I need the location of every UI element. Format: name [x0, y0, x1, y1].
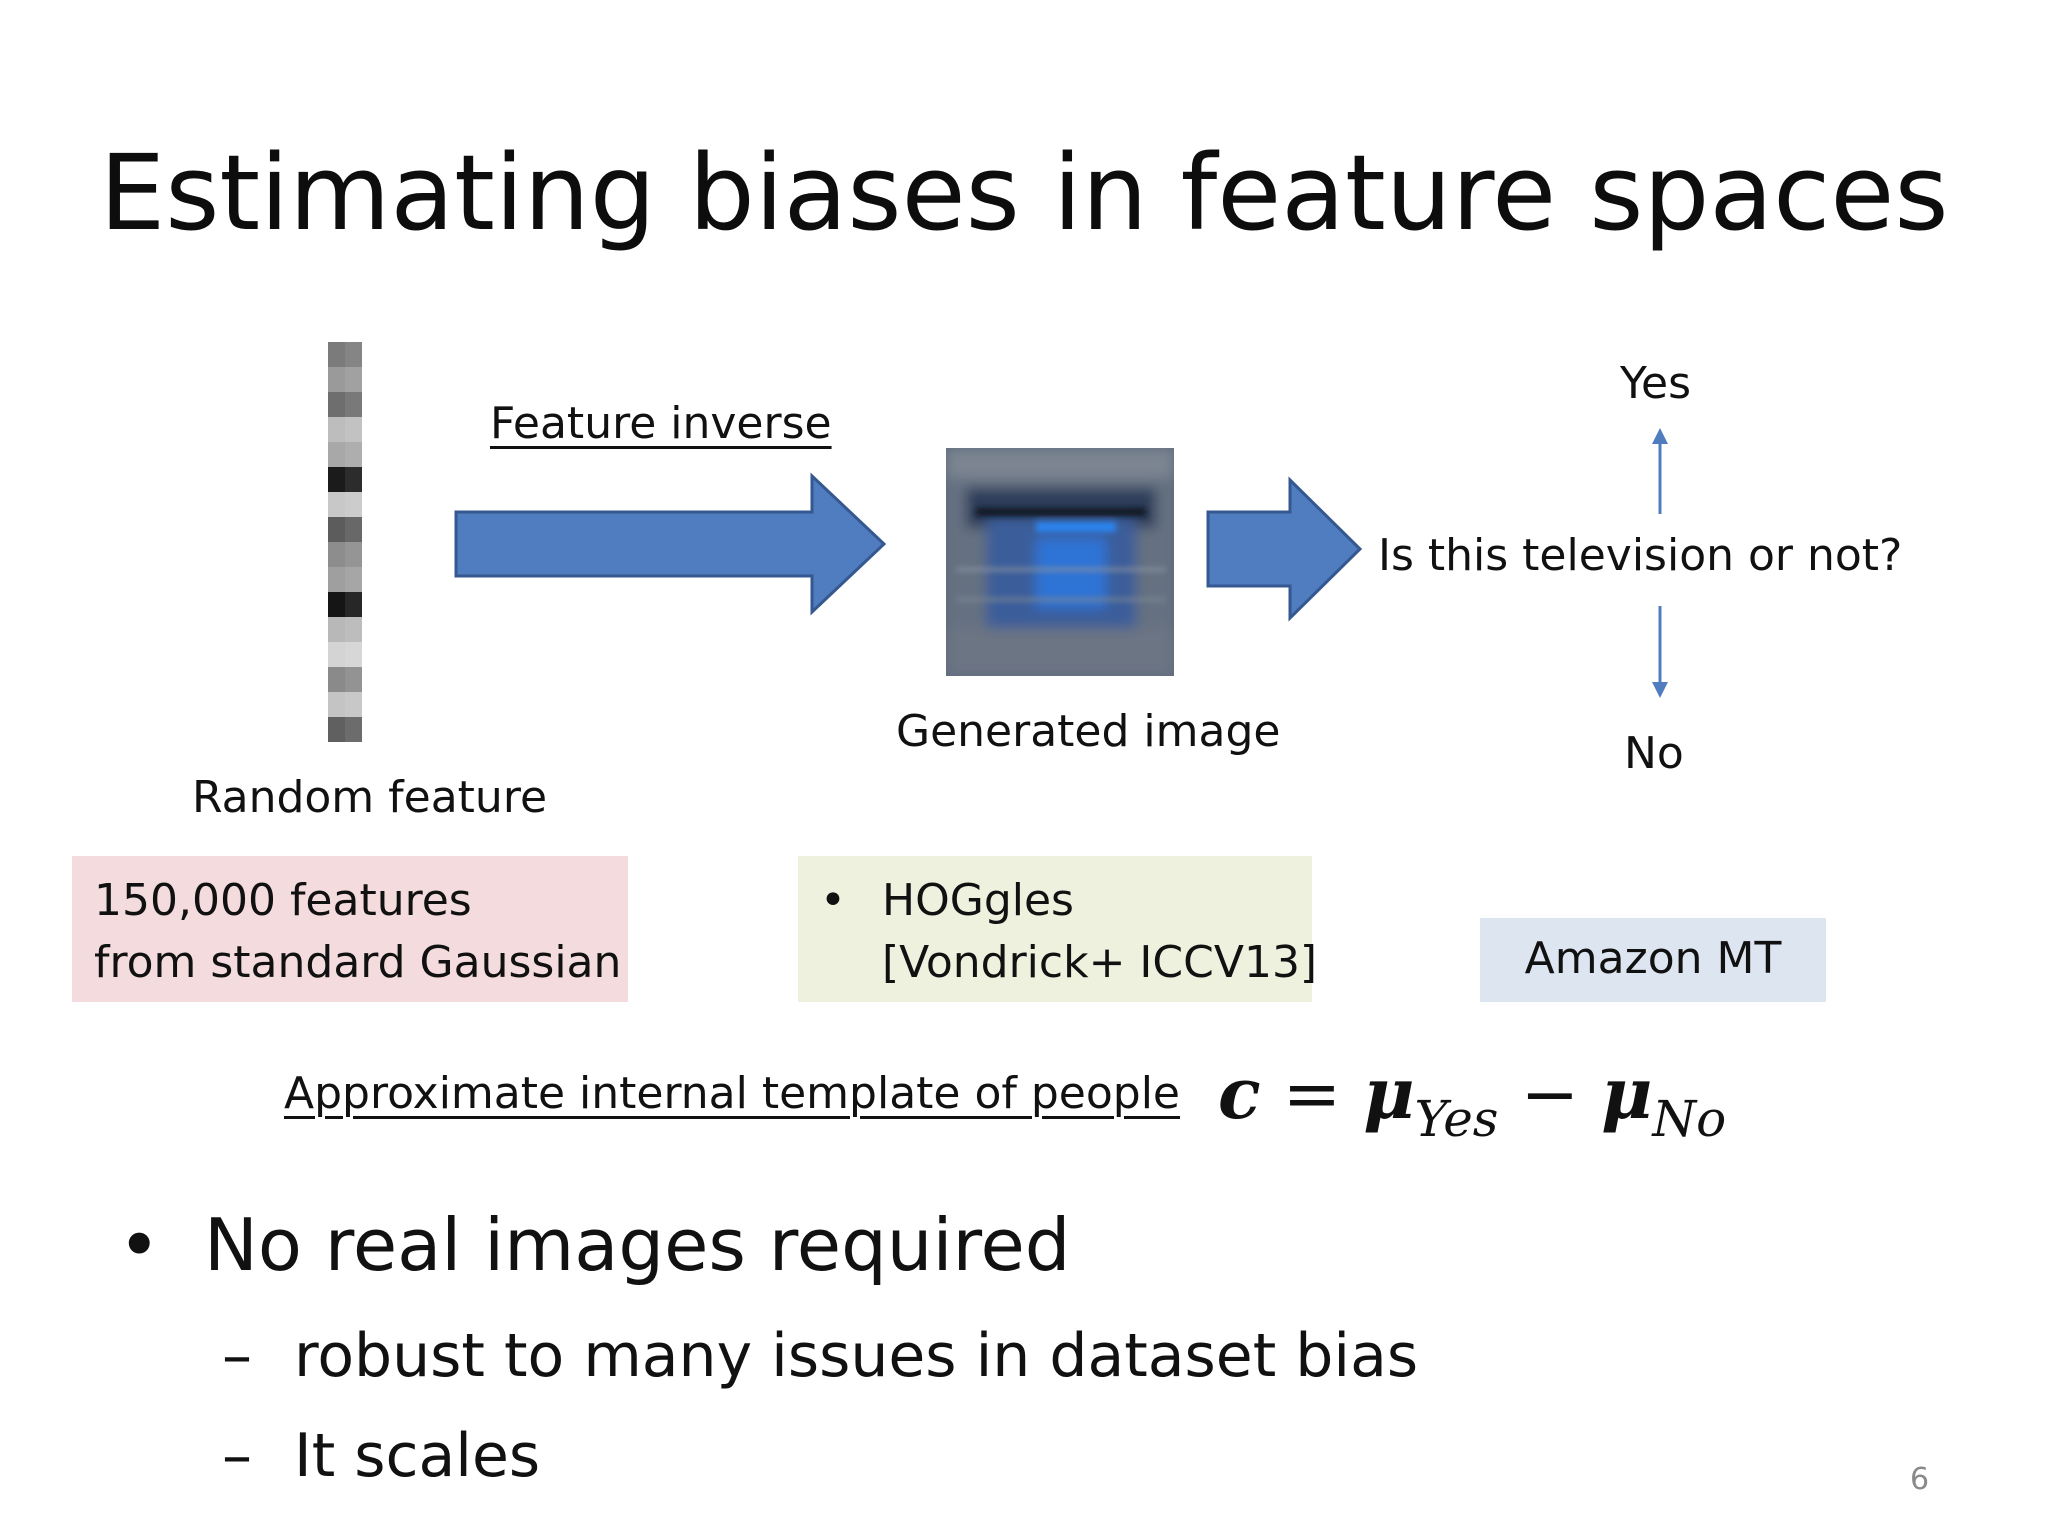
formula-sub-no: No [1652, 1090, 1727, 1148]
sub-bullet: –robust to many issues in dataset bias [222, 1318, 1418, 1394]
template-label: Approximate internal template of people [284, 1068, 1181, 1119]
main-bullet: • No real images required [118, 1200, 1070, 1290]
features-info-line1: 150,000 features [94, 875, 472, 926]
sub-bullet-marker: – [222, 1421, 252, 1491]
features-info-line2: from standard Gaussian [94, 937, 622, 988]
formula-mu-yes: μ [1363, 1052, 1415, 1135]
feature-inverse-label: Feature inverse [490, 398, 832, 449]
formula-lhs: c [1218, 1052, 1261, 1135]
sub-bullet: –It scales [222, 1418, 540, 1494]
random-feature-label: Random feature [192, 772, 548, 823]
hoggles-line2: [Vondrick+ ICCV13] [882, 937, 1318, 988]
no-label: No [1624, 728, 1684, 779]
main-bullet-text: No real images required [204, 1203, 1071, 1287]
hoggles-line1: HOGgles [882, 875, 1074, 926]
sub-bullet-text: It scales [294, 1421, 541, 1491]
bias-formula: c=μYes−μNo [1218, 1048, 1726, 1165]
generated-image [946, 448, 1174, 676]
slide-title: Estimating biases in feature spaces [99, 132, 1949, 254]
classify-arrow [1206, 476, 1363, 622]
generated-image-label: Generated image [896, 706, 1281, 757]
hoggles-info-box: • HOGgles [Vondrick+ ICCV13] [798, 856, 1317, 1002]
yes-arrow [1652, 428, 1668, 514]
page-number: 6 [1910, 1462, 1930, 1497]
no-arrow [1652, 606, 1668, 698]
amazon-mt-label: Amazon MT [1524, 933, 1782, 984]
sub-bullet-marker: – [222, 1321, 252, 1391]
feature-inverse-arrow [454, 472, 887, 616]
formula-sub-yes: Yes [1414, 1090, 1499, 1148]
formula-equals: = [1282, 1053, 1342, 1135]
random-feature-strip [328, 342, 362, 742]
hoggles-bullet: • [820, 875, 846, 926]
formula-mu-no: μ [1601, 1052, 1653, 1135]
amazon-mt-box: Amazon MT [1480, 918, 1826, 1002]
formula-minus: − [1520, 1053, 1580, 1135]
sub-bullet-text: robust to many issues in dataset bias [294, 1321, 1419, 1391]
features-info-box: 150,000 features from standard Gaussian [72, 856, 628, 1002]
main-bullet-marker: • [118, 1203, 161, 1287]
yes-label: Yes [1620, 358, 1692, 409]
question-text: Is this television or not? [1378, 530, 1903, 581]
